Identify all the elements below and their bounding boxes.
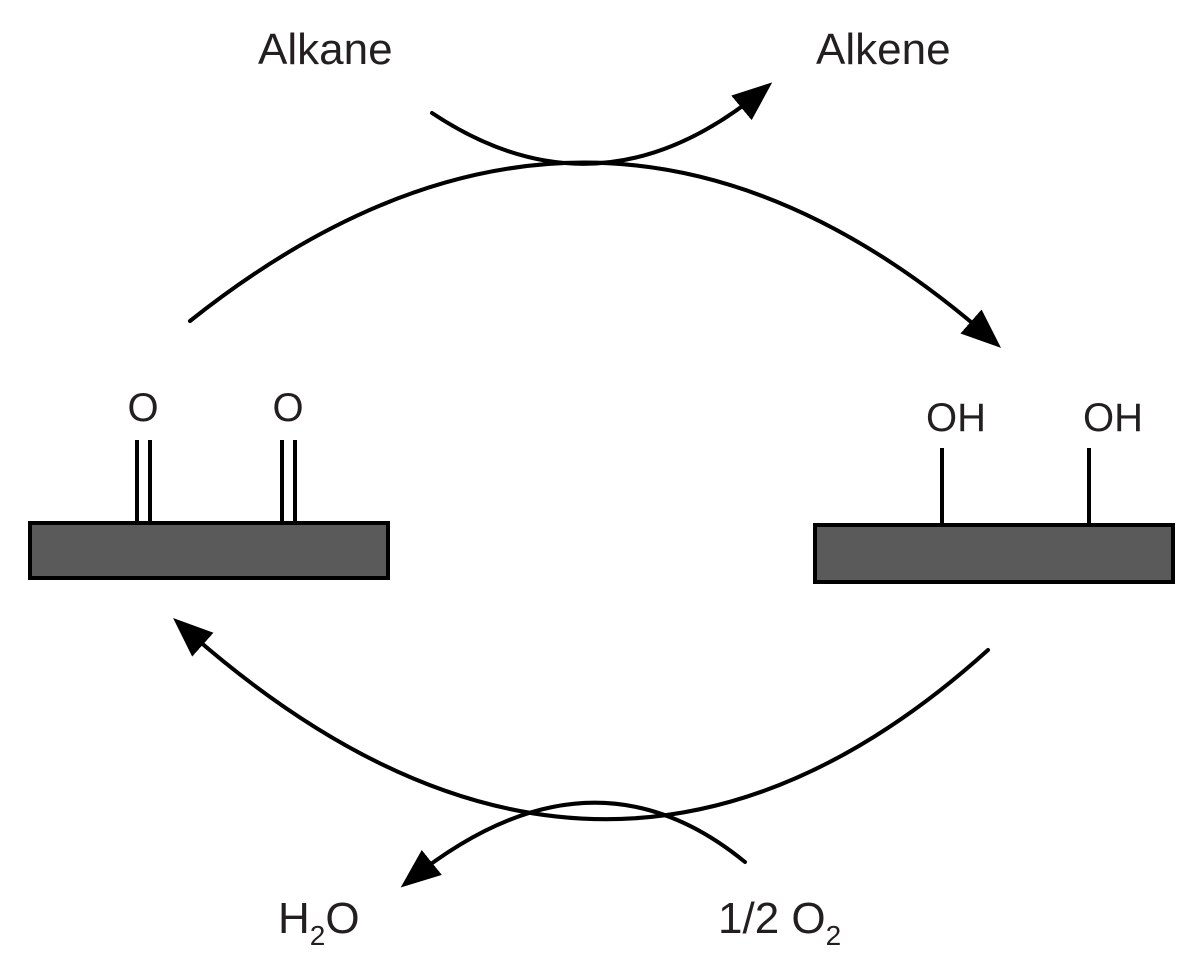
oxo-left-label: O [127,386,158,430]
reduced-surface-plate [813,523,1175,584]
oxygen-subscript: 2 [826,920,842,951]
water-h: H [278,894,310,943]
oxidized-surface: O O [28,386,390,580]
alkene-label: Alkene [816,25,951,74]
oxygen-label: 1/2 O2 [718,894,841,951]
alkane-label: Alkane [258,25,393,74]
reduced-surface: OH OH [813,396,1175,584]
water-o: O [325,894,359,943]
oxidation-arc-arrow [173,618,990,822]
water-subscript: 2 [310,920,326,951]
hydroxyl-left-label: OH [926,396,986,440]
oxo-right-label: O [272,386,303,430]
oxygen-to-water-arrow [400,800,747,888]
oxidized-surface-plate [28,521,390,580]
water-label: H2O [278,894,360,951]
oxygen-coefficient: 1/2 O [718,894,826,943]
alkane-to-alkene-arrow [430,82,773,166]
hydroxyl-right-label: OH [1083,396,1143,440]
reduction-arc-arrow [188,160,1002,348]
